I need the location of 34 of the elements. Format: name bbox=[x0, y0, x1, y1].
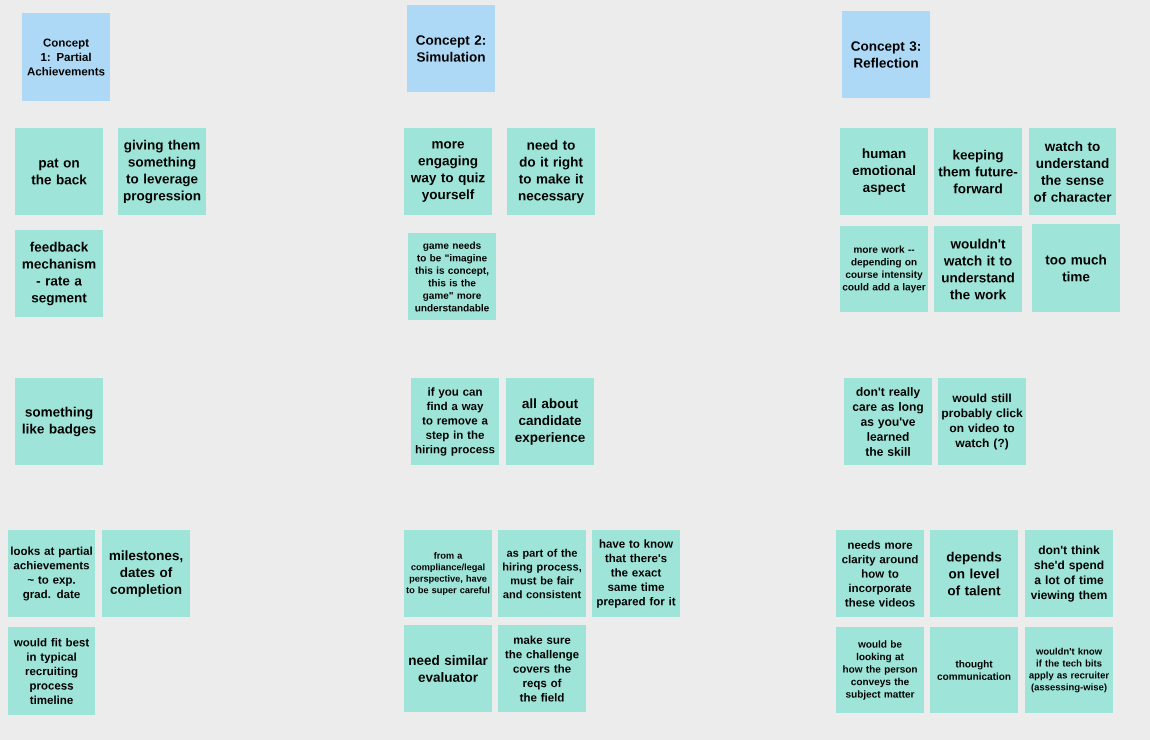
sticky-note: if you can find a way to remove a step in the hiring process bbox=[411, 378, 499, 465]
concept-note: Concept 2: Simulation bbox=[407, 5, 495, 92]
sticky-note: milestones, dates of completion bbox=[102, 530, 190, 617]
sticky-note: don't really care as long as you've learned the skill bbox=[844, 378, 932, 465]
sticky-note: don't think she'd spend a lot of time viewing them bbox=[1025, 530, 1113, 617]
sticky-note: from a compliance/legal perspective, have to be super careful bbox=[404, 530, 492, 617]
sticky-note: would fit best in typical recruiting process timeline bbox=[8, 627, 95, 715]
sticky-note: as part of the hiring process, must be fair and consistent bbox=[498, 530, 586, 617]
sticky-note: make sure the challenge covers the reqs of the field bbox=[498, 625, 586, 712]
sticky-note: need to do it right to make it necessary bbox=[507, 128, 595, 215]
sticky-note: human emotional aspect bbox=[840, 128, 928, 215]
sticky-note: more work -- depending on course intensity could add a layer bbox=[840, 226, 928, 312]
sticky-note: keeping them future-forward bbox=[934, 128, 1022, 215]
concept-note: Concept 1: Partial Achievements bbox=[22, 13, 110, 101]
sticky-note: pat on the back bbox=[15, 128, 103, 215]
sticky-note: thought communication bbox=[930, 627, 1018, 713]
sticky-note: all about candidate experience bbox=[506, 378, 594, 465]
sticky-note: need similar evaluator bbox=[404, 625, 492, 712]
sticky-note: have to know that there's the exact same time prepared for it bbox=[592, 530, 680, 617]
sticky-note: too much time bbox=[1032, 224, 1120, 312]
sticky-note: watch to understand the sense of character bbox=[1029, 128, 1116, 215]
sticky-note: needs more clarity around how to incorporate these videos bbox=[836, 530, 924, 617]
sticky-note: game needs to be "imagine this is concept, this is the game" more understandable bbox=[408, 233, 496, 320]
sticky-note: depends on level of talent bbox=[930, 530, 1018, 617]
sticky-note: giving them something to leverage progression bbox=[118, 128, 206, 215]
sticky-note: would be looking at how the person conveys the subject matter bbox=[836, 627, 924, 713]
sticky-note: wouldn't watch it to understand the work bbox=[934, 226, 1022, 312]
sticky-note: something like badges bbox=[15, 378, 103, 465]
sticky-note: wouldn't know if the tech bits apply as recruiter (assessing-wise) bbox=[1025, 627, 1113, 713]
sticky-note: looks at partial achievements ~ to exp. grad. date bbox=[8, 530, 95, 617]
sticky-note: would still probably click on video to watch (?) bbox=[938, 378, 1026, 465]
sticky-note: more engaging way to quiz yourself bbox=[404, 128, 492, 215]
concept-note: Concept 3: Reflection bbox=[842, 11, 930, 98]
sticky-note: feedback mechanism - rate a segment bbox=[15, 230, 103, 317]
